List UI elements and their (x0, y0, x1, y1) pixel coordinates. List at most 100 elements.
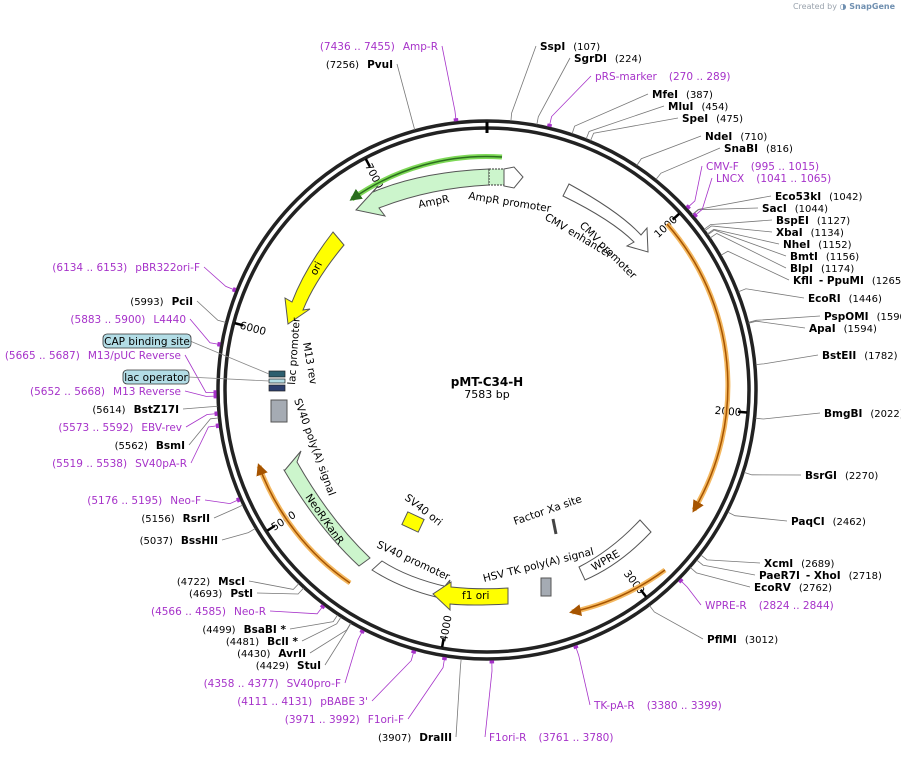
credit-prefix: Created by (792, 2, 837, 11)
site-position: (1594) (844, 324, 877, 335)
primer-label: (3971 .. 3992)F1ori-F (285, 714, 404, 726)
site-leader-line (455, 658, 462, 738)
site-label: BstEII(1782) (822, 350, 898, 362)
site-label: (5156)RsrII (141, 513, 210, 525)
site-position: (1152) (818, 240, 851, 251)
site-mfei: MfeI(387) (571, 89, 713, 134)
site-leader-line (707, 229, 787, 257)
primer-label: WPRE-R(2824 .. 2844) (705, 600, 834, 612)
credit-brand: SnapGene (849, 2, 895, 11)
site-label: MluI(454) (668, 101, 728, 113)
primer-leader-line (190, 425, 219, 464)
site-position: (4481) (226, 637, 259, 648)
primer-leader-line (203, 266, 236, 291)
primer-position: (4111 .. 4131) (237, 696, 312, 708)
snapgene-logo: ◑ SnapGene (839, 2, 895, 11)
cap-binding-site-box (102, 333, 192, 349)
site-label: KflI- PpuMI(1265) (793, 275, 901, 287)
site-paer7i: PaeR7I- XhoI(2718) (696, 559, 882, 582)
site-leader-line (248, 580, 300, 590)
site-name: NheI (783, 239, 810, 251)
site-position: (224) (615, 54, 642, 65)
site-name: EcoRI (808, 293, 841, 305)
site-label: BlpI(1174) (790, 263, 854, 275)
site-label: PaeR7I- XhoI(2718) (759, 570, 882, 582)
site-pflmi: PflMI(3012) (649, 605, 778, 646)
site-avrii: (4430)AvrII (237, 622, 352, 660)
feature-m13-rev: M13 rev (300, 341, 319, 385)
site-label: EcoRI(1446) (808, 293, 882, 305)
primer-label: F1ori-R(3761 .. 3780) (489, 732, 613, 744)
feature-lac-promoter: lac promoter (286, 317, 303, 386)
site-name: SacI (762, 203, 787, 215)
site-psti: (4693)PstI (189, 587, 304, 600)
site-leader-line (213, 504, 243, 519)
primer-leader-line (184, 354, 217, 394)
primer-name: EBV-rev (141, 422, 182, 434)
site-position: (107) (573, 42, 600, 53)
ampr-promoter-arrow (503, 166, 524, 189)
site-bsmi: (5562)BsmI (115, 417, 219, 452)
site-mlui: MluI(454) (585, 101, 728, 140)
ruler-tick-1000 (671, 212, 681, 221)
primer-label: (5573 .. 5592)EBV-rev (58, 422, 182, 434)
primer-label: CMV-F(995 .. 1015) (706, 161, 819, 173)
site-name: BsrGI (805, 470, 837, 482)
site-position: (1156) (826, 252, 859, 263)
ruler-label-4000: 4000 (438, 614, 454, 642)
primer-name: F1ori-F (368, 714, 404, 726)
site-label: ApaI (1594) (809, 323, 877, 335)
site-leader-line (590, 117, 679, 141)
site-leader-line (748, 315, 821, 323)
primer-name: WPRE-R (705, 600, 747, 612)
site-label: (5614)BstZ17I (92, 404, 179, 416)
factor-xa-site-mark (551, 518, 558, 535)
site-name: StuI (297, 660, 321, 672)
cmv-arrow (562, 183, 649, 253)
site-leader-line (704, 225, 773, 233)
primer-label: (5176 .. 5195)Neo-F (87, 495, 201, 507)
site-leader-line (743, 472, 802, 476)
site-leader-line (649, 605, 704, 640)
site-name: SpeI (682, 113, 708, 125)
site-label: (4499)BsaBI * (202, 624, 286, 636)
site-leader-line (182, 405, 218, 410)
site-leader-line (571, 93, 649, 134)
m13-rev-block (268, 384, 286, 392)
site-position: (1134) (811, 228, 844, 239)
site-position: (4499) (202, 625, 235, 636)
primer-position: (4358 .. 4377) (204, 678, 279, 690)
site-label: (5993)PciI (130, 296, 193, 308)
ruler-tick-4000 (440, 638, 445, 648)
primer-leader-line (441, 45, 457, 121)
primer-label: LNCX(1041 .. 1065) (716, 173, 831, 185)
feature-hsv-tk-polya: HSV TK poly(A) signal (482, 546, 595, 585)
feature-ori: ori (308, 260, 325, 278)
site-label: BspEI(1127) (776, 215, 850, 227)
primer-position: (4566 .. 4585) (151, 606, 226, 618)
site-pvui: (7256)PvuI (326, 59, 416, 130)
primer-name: Amp-R (403, 41, 438, 53)
plasmid-name: pMT-C34-H (451, 375, 523, 389)
primer-prsmarker: pRS-marker(270 .. 289) (547, 71, 731, 128)
orf-arrow-3 (256, 463, 351, 584)
site-position: (4722) (177, 577, 210, 588)
site-name: ApaI (809, 323, 836, 335)
site-position: (3907) (378, 733, 411, 744)
site-name: KflI (793, 275, 813, 287)
site-label: BmtI(1156) (790, 251, 859, 263)
primer-leader-line (575, 646, 591, 706)
site-name: PvuI (367, 59, 393, 71)
cap-binding-leader (189, 340, 270, 375)
feature-f1-ori: f1 ori (462, 590, 489, 602)
ruler-tick-7000 (364, 158, 372, 168)
feature-ampr: AmpR (417, 193, 450, 211)
site-label: SnaBI(816) (724, 143, 793, 155)
site-position: (5614) (92, 405, 125, 416)
site-label: (4481)BclI * (226, 636, 299, 648)
site-label: BsrGI(2270) (805, 470, 878, 482)
primer-position: (5652 .. 5668) (30, 386, 105, 398)
site-ecorv: EcoRV(2762) (690, 567, 832, 594)
f1-ori-arrow (432, 581, 509, 612)
